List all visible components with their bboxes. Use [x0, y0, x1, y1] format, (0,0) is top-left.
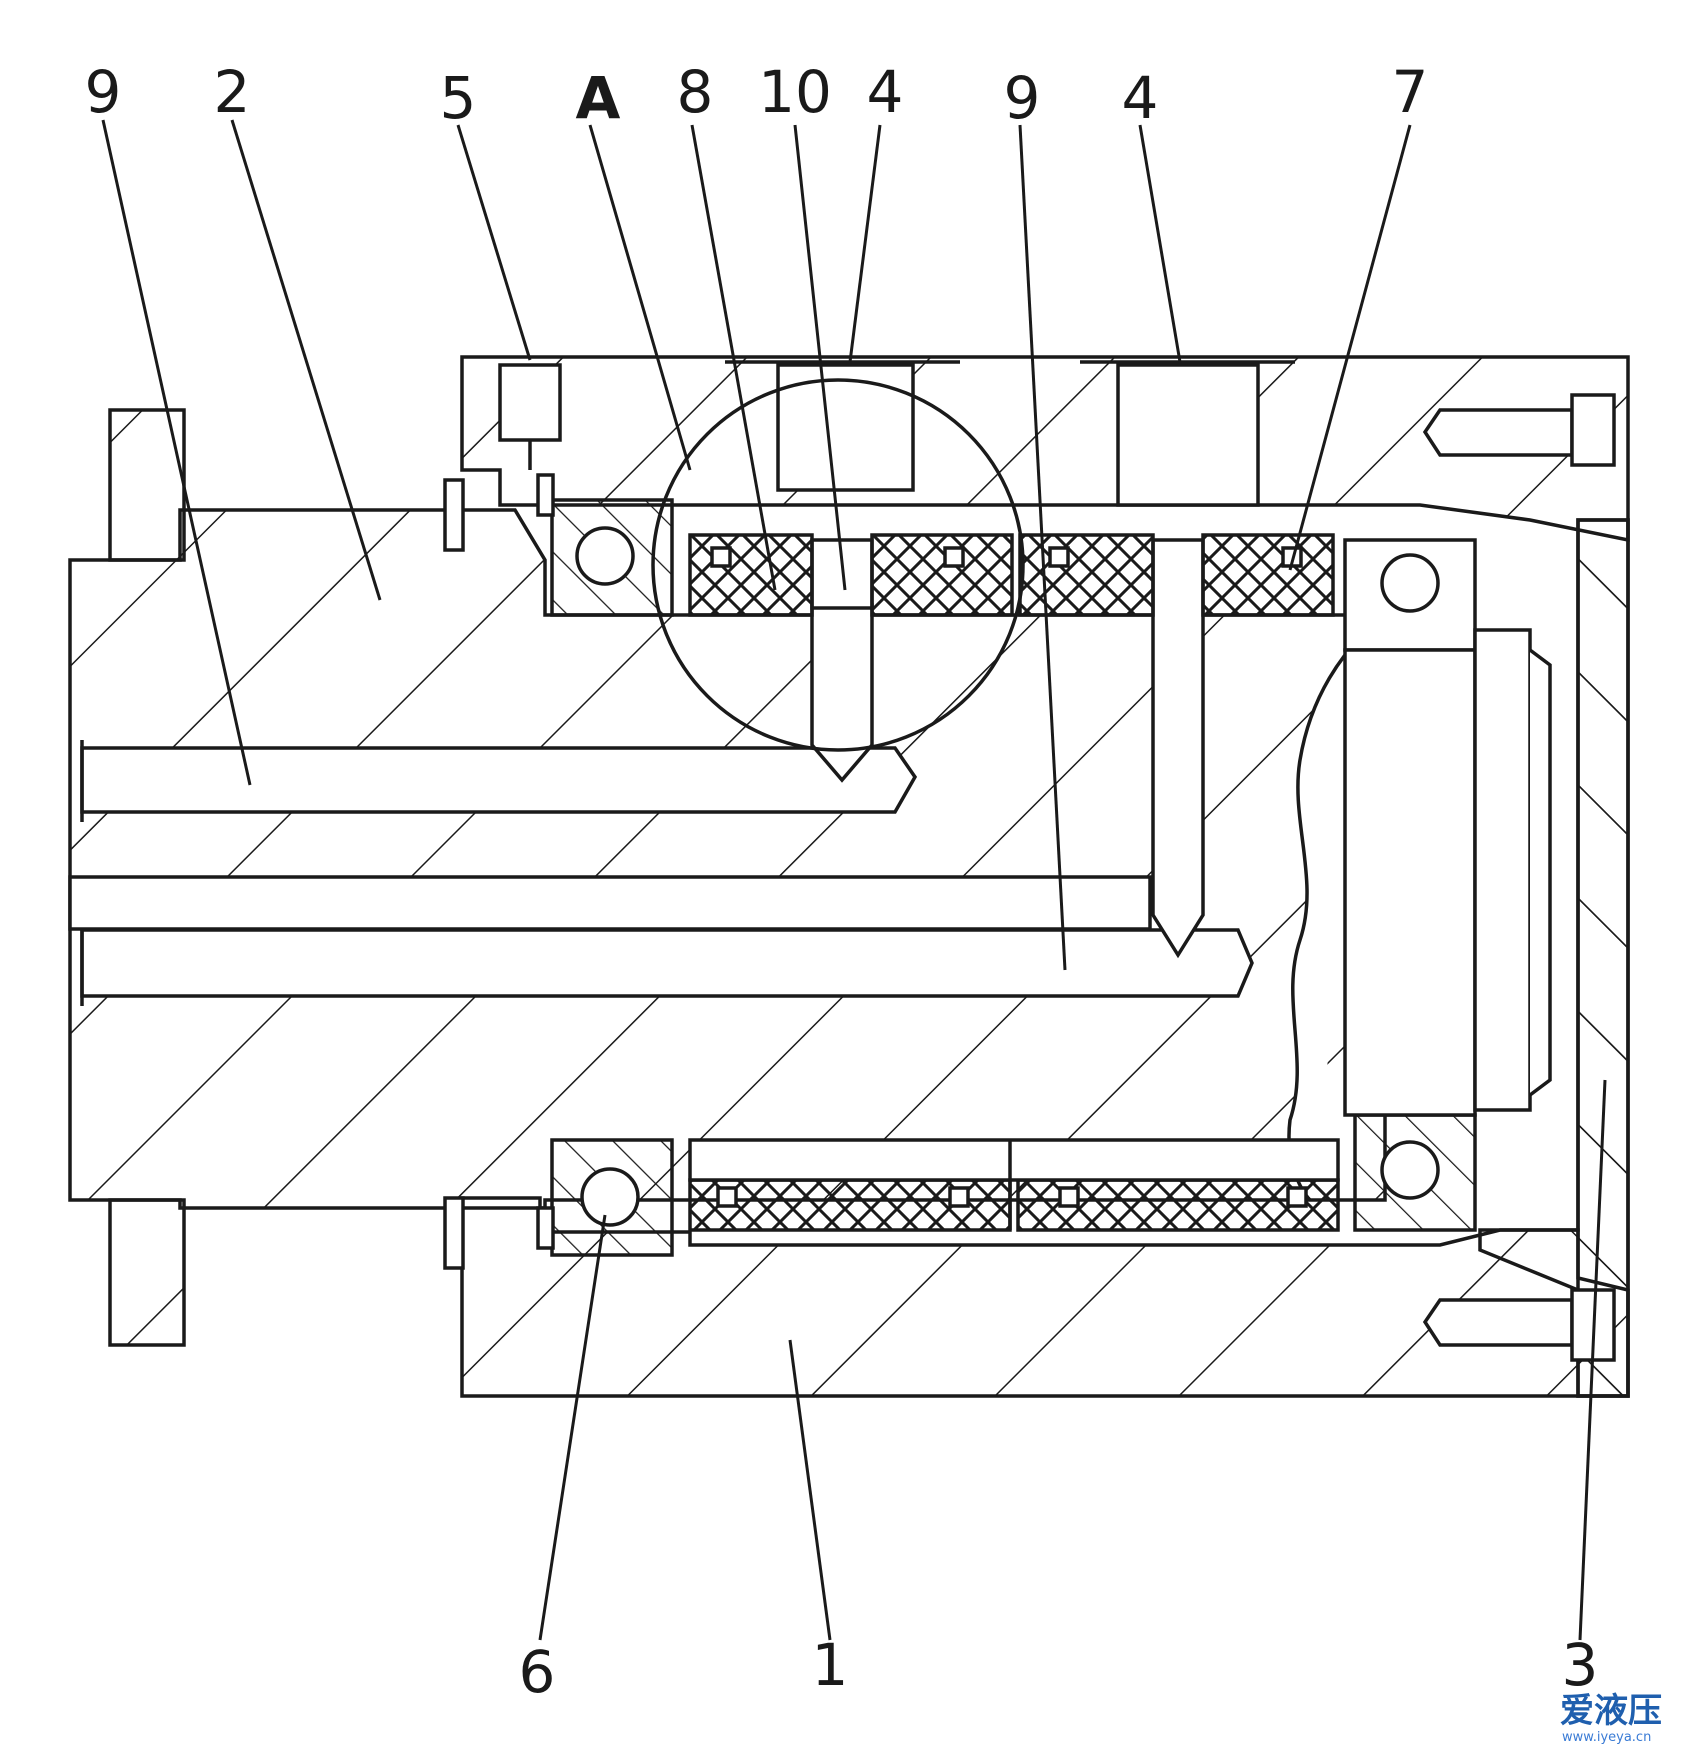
leader-5 — [456, 124, 532, 361]
leader-9-center — [1018, 124, 1067, 971]
leader-8 — [690, 124, 777, 591]
seal-ring-lower-1 — [688, 1178, 1012, 1232]
detail-circle-A — [651, 378, 1025, 752]
callouts-top: 9 2 5 A 8 10 4 9 4 7 — [85, 58, 1429, 132]
seal-ring-upper-2 — [870, 533, 1014, 617]
seal-ring-upper-4 — [1201, 533, 1335, 617]
radial-passage-2 — [1151, 538, 1205, 959]
leader-A — [588, 124, 692, 471]
set-screw-top — [498, 363, 562, 470]
retaining-nut — [1343, 628, 1552, 1117]
callout-label: 6 — [519, 1638, 556, 1706]
leader-7 — [1288, 124, 1412, 571]
leader-10 — [793, 124, 847, 591]
axial-bore-lower — [68, 875, 1254, 1006]
bearing-right-lower — [1353, 1113, 1477, 1232]
leader-2 — [230, 119, 382, 601]
leader-9-upper-left — [101, 119, 252, 786]
callout-label: 5 — [440, 64, 477, 132]
cap-screw-upper-right — [1422, 393, 1616, 467]
callout-label: 8 — [677, 58, 714, 126]
leader-4-right — [1138, 124, 1182, 363]
callout-label: 4 — [1122, 64, 1159, 132]
watermark-url: www.iyeya.cn — [1562, 1730, 1651, 1745]
leader-lines — [101, 119, 1607, 1641]
port-right — [1080, 360, 1295, 507]
watermark-text: 爱液压 — [1560, 1691, 1662, 1731]
callout-label: 1 — [812, 1631, 849, 1699]
callout-label: 2 — [214, 58, 251, 126]
watermark-logo: 爱液压 www.iyeya.cn — [1560, 1691, 1662, 1745]
end-cap — [1478, 518, 1630, 1398]
seal-ring-upper-1 — [688, 533, 814, 617]
axial-bore-upper — [80, 740, 918, 822]
callout-label: 3 — [1562, 1631, 1599, 1699]
seal-ring-lower-2 — [1016, 1178, 1340, 1232]
bearing-right-upper — [1343, 538, 1477, 652]
leader-1 — [788, 1339, 832, 1641]
callout-label: 9 — [1004, 64, 1041, 132]
cap-screw-lower-right — [1422, 1288, 1616, 1362]
callout-label: 9 — [85, 58, 122, 126]
callout-label: 10 — [758, 58, 832, 126]
callouts-bottom: 6 1 3 — [519, 1631, 1599, 1706]
seal-ring-upper-3 — [1018, 533, 1155, 617]
callout-label: A — [576, 64, 621, 132]
callout-label: 4 — [867, 58, 904, 126]
callout-label: 7 — [1392, 58, 1429, 126]
bearing-left-lower — [550, 1138, 674, 1257]
leader-6 — [538, 1214, 607, 1641]
retaining-ring-left — [443, 473, 555, 1270]
seal-sleeve-lower — [688, 1138, 1340, 1230]
leader-4-left — [848, 124, 882, 363]
radial-passage-1 — [810, 538, 874, 783]
leader-3 — [1578, 1079, 1607, 1641]
